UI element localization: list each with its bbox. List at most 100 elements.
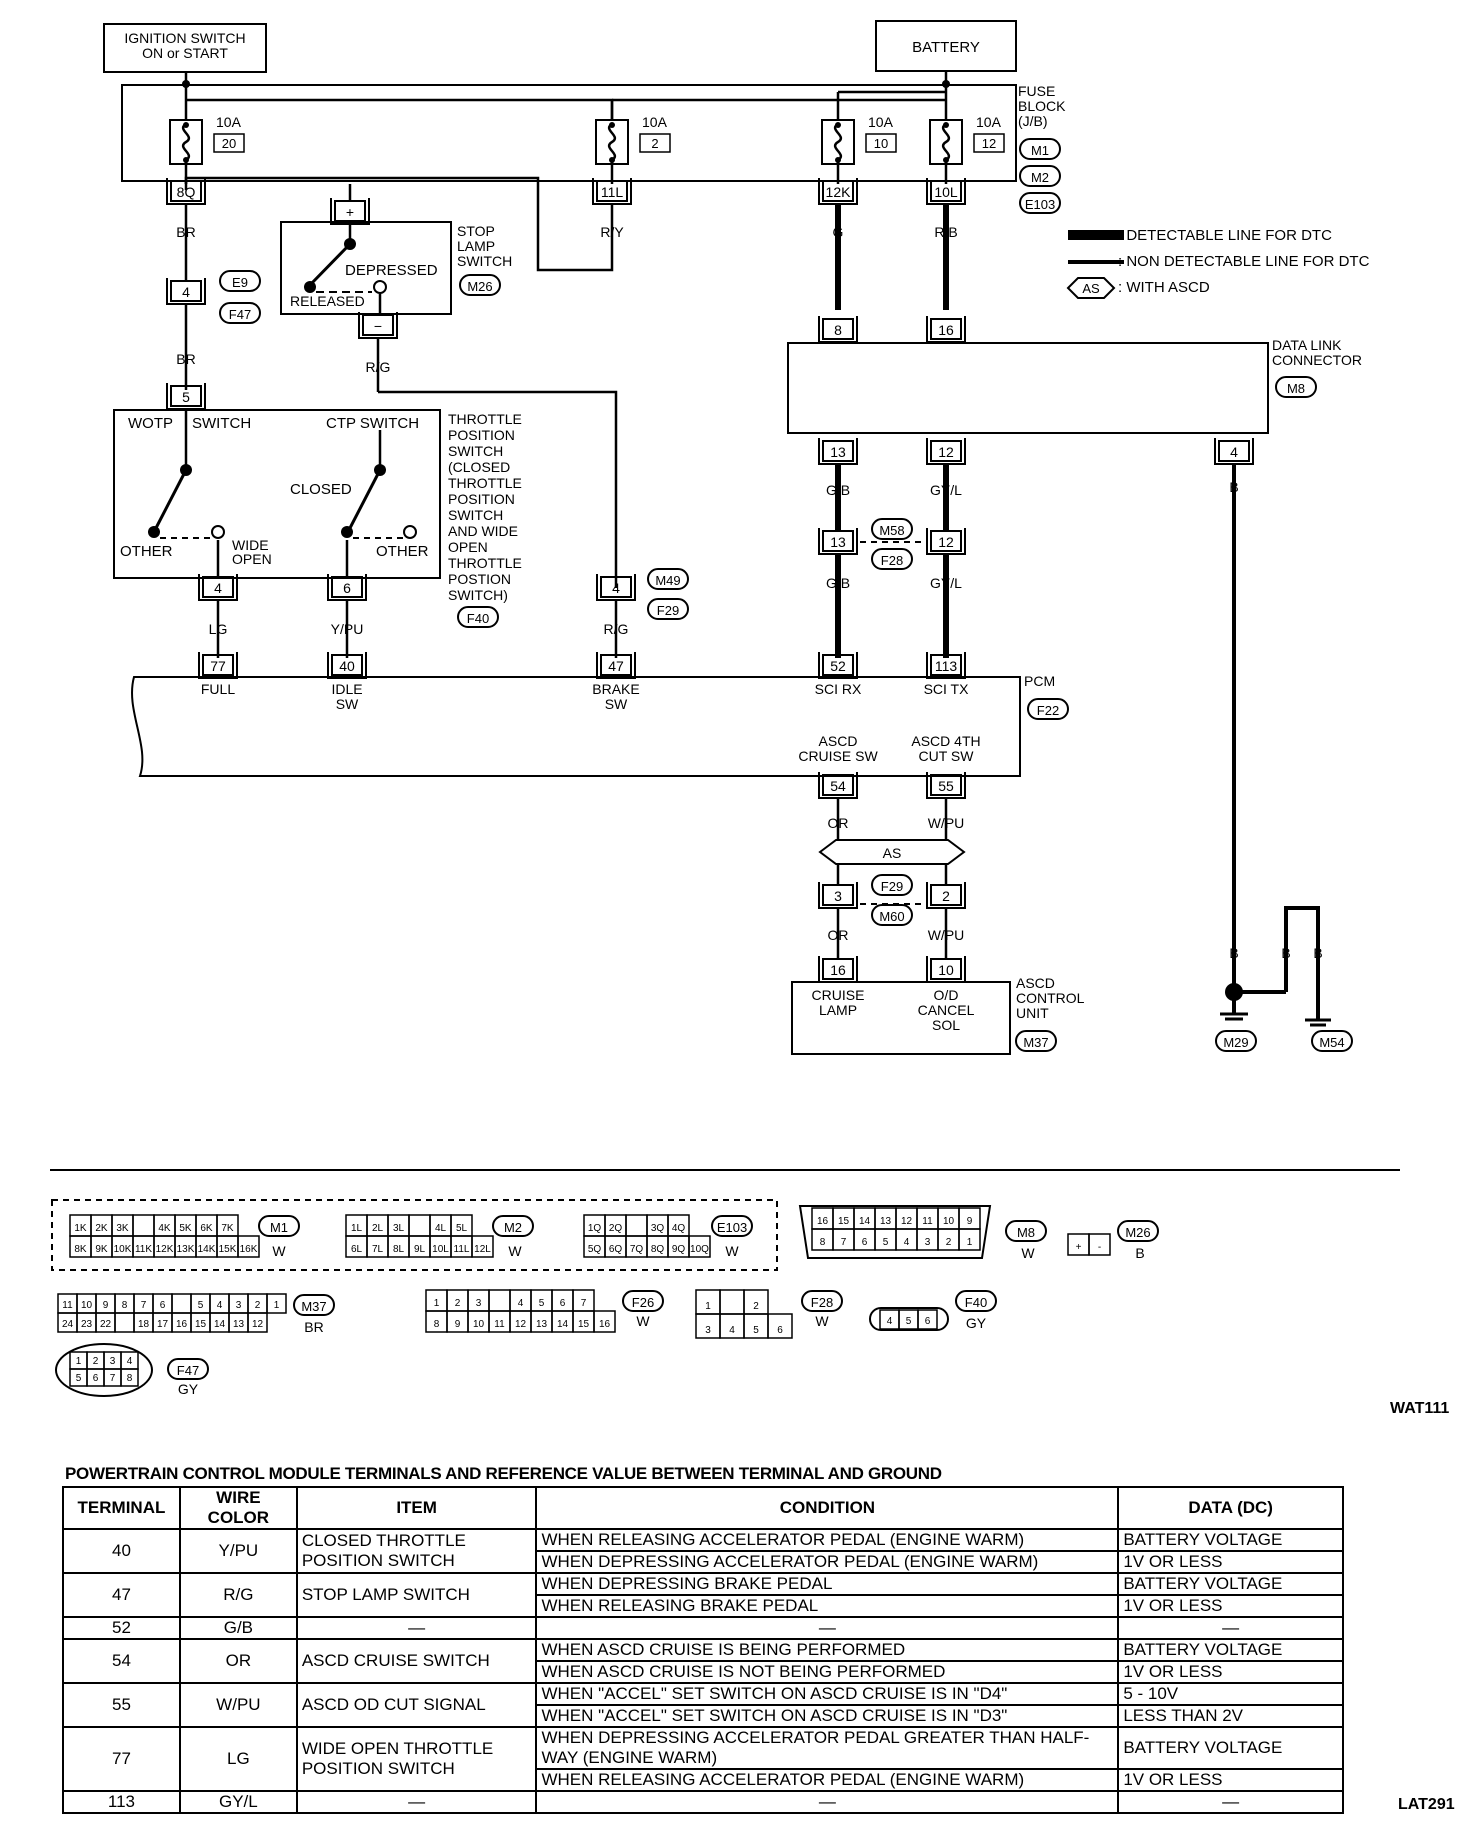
cell-terminal: 77 xyxy=(62,1726,181,1792)
wire-color: W/PU xyxy=(928,927,965,943)
dlc-connector-shell xyxy=(798,1205,992,1259)
connector-id: F28 xyxy=(811,1295,833,1310)
ascd-pin-name: LAMP xyxy=(819,1002,857,1018)
connector-cavity-number: 9 xyxy=(967,1216,973,1227)
tps-title: THROTTLE xyxy=(448,475,522,491)
tps-wide-open: OPEN xyxy=(232,551,272,567)
connector-cavity-number: 8L xyxy=(393,1244,405,1255)
wire-color: B xyxy=(1229,479,1238,495)
terminal-bracket xyxy=(926,528,966,555)
connector-cavity-number: 7 xyxy=(581,1298,587,1309)
cell-item: WIDE OPEN THROTTLE POSITION SWITCH xyxy=(295,1726,538,1792)
terminal-bracket xyxy=(926,956,966,983)
connector-cavity-number: 5 xyxy=(76,1373,82,1384)
connector-id: F47 xyxy=(229,307,251,322)
stop-lamp-released: RELEASED xyxy=(290,293,365,309)
table-title: POWERTRAIN CONTROL MODULE TERMINALS AND … xyxy=(65,1464,942,1483)
contact xyxy=(403,525,417,539)
connector-badge xyxy=(871,874,913,896)
connector-cavity-number: 5 xyxy=(539,1298,545,1309)
connector-cavity-number: 3 xyxy=(236,1300,242,1311)
cell-condition: WHEN ASCD CRUISE IS NOT BEING PERFORMED xyxy=(535,1660,1120,1684)
wire xyxy=(154,469,188,529)
connector-cavity-number: 7Q xyxy=(630,1244,644,1255)
connector-cavity-number: 7L xyxy=(372,1244,384,1255)
connector-cavity xyxy=(237,1235,260,1258)
connector-cavity xyxy=(767,1313,793,1339)
connector-badge xyxy=(801,1290,843,1312)
connector-cavity xyxy=(958,1228,981,1251)
terminal-number: 8Q xyxy=(177,184,196,200)
terminal-number: 16 xyxy=(938,322,954,338)
ascd-title: ASCD xyxy=(1016,975,1055,991)
terminal-bracket xyxy=(818,956,858,983)
terminal-number: 12 xyxy=(938,534,954,550)
terminal-bracket xyxy=(166,178,206,205)
wire-color: R/G xyxy=(604,621,629,637)
connector-badge xyxy=(647,568,689,590)
figure-code-lat: LAT291 xyxy=(1398,1796,1455,1813)
connector-cavity-number: 5L xyxy=(456,1223,468,1234)
connector-cavity-number: 2Q xyxy=(609,1223,623,1234)
connector-color: W xyxy=(815,1313,829,1329)
connector-cavity-number: 2L xyxy=(372,1223,384,1234)
cell-data: 1V OR LESS xyxy=(1117,1594,1344,1618)
connector-cavity-number: 7K xyxy=(221,1223,234,1234)
fuse-terminal xyxy=(609,122,615,128)
connector-id: F40 xyxy=(965,1295,987,1310)
terminal-number: 3 xyxy=(834,888,842,904)
connector-cavity xyxy=(114,1312,135,1333)
junction-dot xyxy=(341,526,353,538)
connector-cavity-number: 13 xyxy=(880,1216,892,1227)
battery-label: BATTERY xyxy=(912,39,980,56)
connector-badge xyxy=(1117,1220,1159,1242)
terminal-bracket xyxy=(926,882,966,909)
terminal-bracket xyxy=(166,278,206,305)
wire xyxy=(184,176,614,272)
col-wire-color: WIRE COLOR xyxy=(178,1486,298,1530)
connector-id: M26 xyxy=(467,279,492,294)
tps-wotp: WOTP xyxy=(128,415,173,432)
fuse-block-box xyxy=(121,84,1017,182)
tps-title: POSITION xyxy=(448,427,515,443)
cell-data: 5 - 10V xyxy=(1117,1682,1344,1706)
cell-wire-color: R/G xyxy=(178,1572,298,1618)
connector-cavity-number: 10 xyxy=(943,1216,955,1227)
connector-cavity-number: 8Q xyxy=(651,1244,665,1255)
connector-cavity-number: 10L xyxy=(432,1244,449,1255)
terminal-bracket xyxy=(818,652,858,679)
stop-lamp-depressed: DEPRESSED xyxy=(345,262,438,279)
terminal-number: 4 xyxy=(612,580,620,596)
terminal-bracket xyxy=(926,652,966,679)
connector-cavity-number: 2 xyxy=(93,1356,99,1367)
connector-color: W xyxy=(725,1243,739,1259)
terminal-number: 10L xyxy=(934,184,958,200)
connector-cavity-number: 11 xyxy=(494,1319,505,1330)
legend-text: : DETECTABLE LINE FOR DTC xyxy=(1118,227,1332,244)
throttle-input-pin xyxy=(170,385,202,407)
ascd-title: UNIT xyxy=(1016,1005,1049,1021)
ascd-pin xyxy=(930,958,962,980)
connector-id: F29 xyxy=(657,603,679,618)
connector-cavity-number: 1 xyxy=(76,1356,82,1367)
connector-id: M37 xyxy=(301,1299,326,1314)
cell-item: — xyxy=(295,1790,538,1814)
pcm-pin xyxy=(930,774,962,796)
tps-ctp: CTP SWITCH xyxy=(326,415,419,432)
connector-badge xyxy=(258,1215,300,1237)
fuse-number: 12 xyxy=(982,136,996,151)
fuse-number-box xyxy=(213,133,245,153)
data-link-connector-box xyxy=(787,342,1269,434)
stop-lamp-title: SWITCH xyxy=(457,253,512,269)
pcm-pin-name: SW xyxy=(605,696,628,712)
tps-title: THROTTLE xyxy=(448,411,522,427)
connector-cavity-number: 3 xyxy=(925,1237,931,1248)
cell-data: LESS THAN 2V xyxy=(1117,1704,1344,1728)
connector-cavity-number: 1 xyxy=(705,1301,711,1312)
connector-cavity-number: 13 xyxy=(536,1319,548,1330)
wire-color: B xyxy=(1281,945,1290,961)
tps-title: SWITCH) xyxy=(448,587,508,603)
